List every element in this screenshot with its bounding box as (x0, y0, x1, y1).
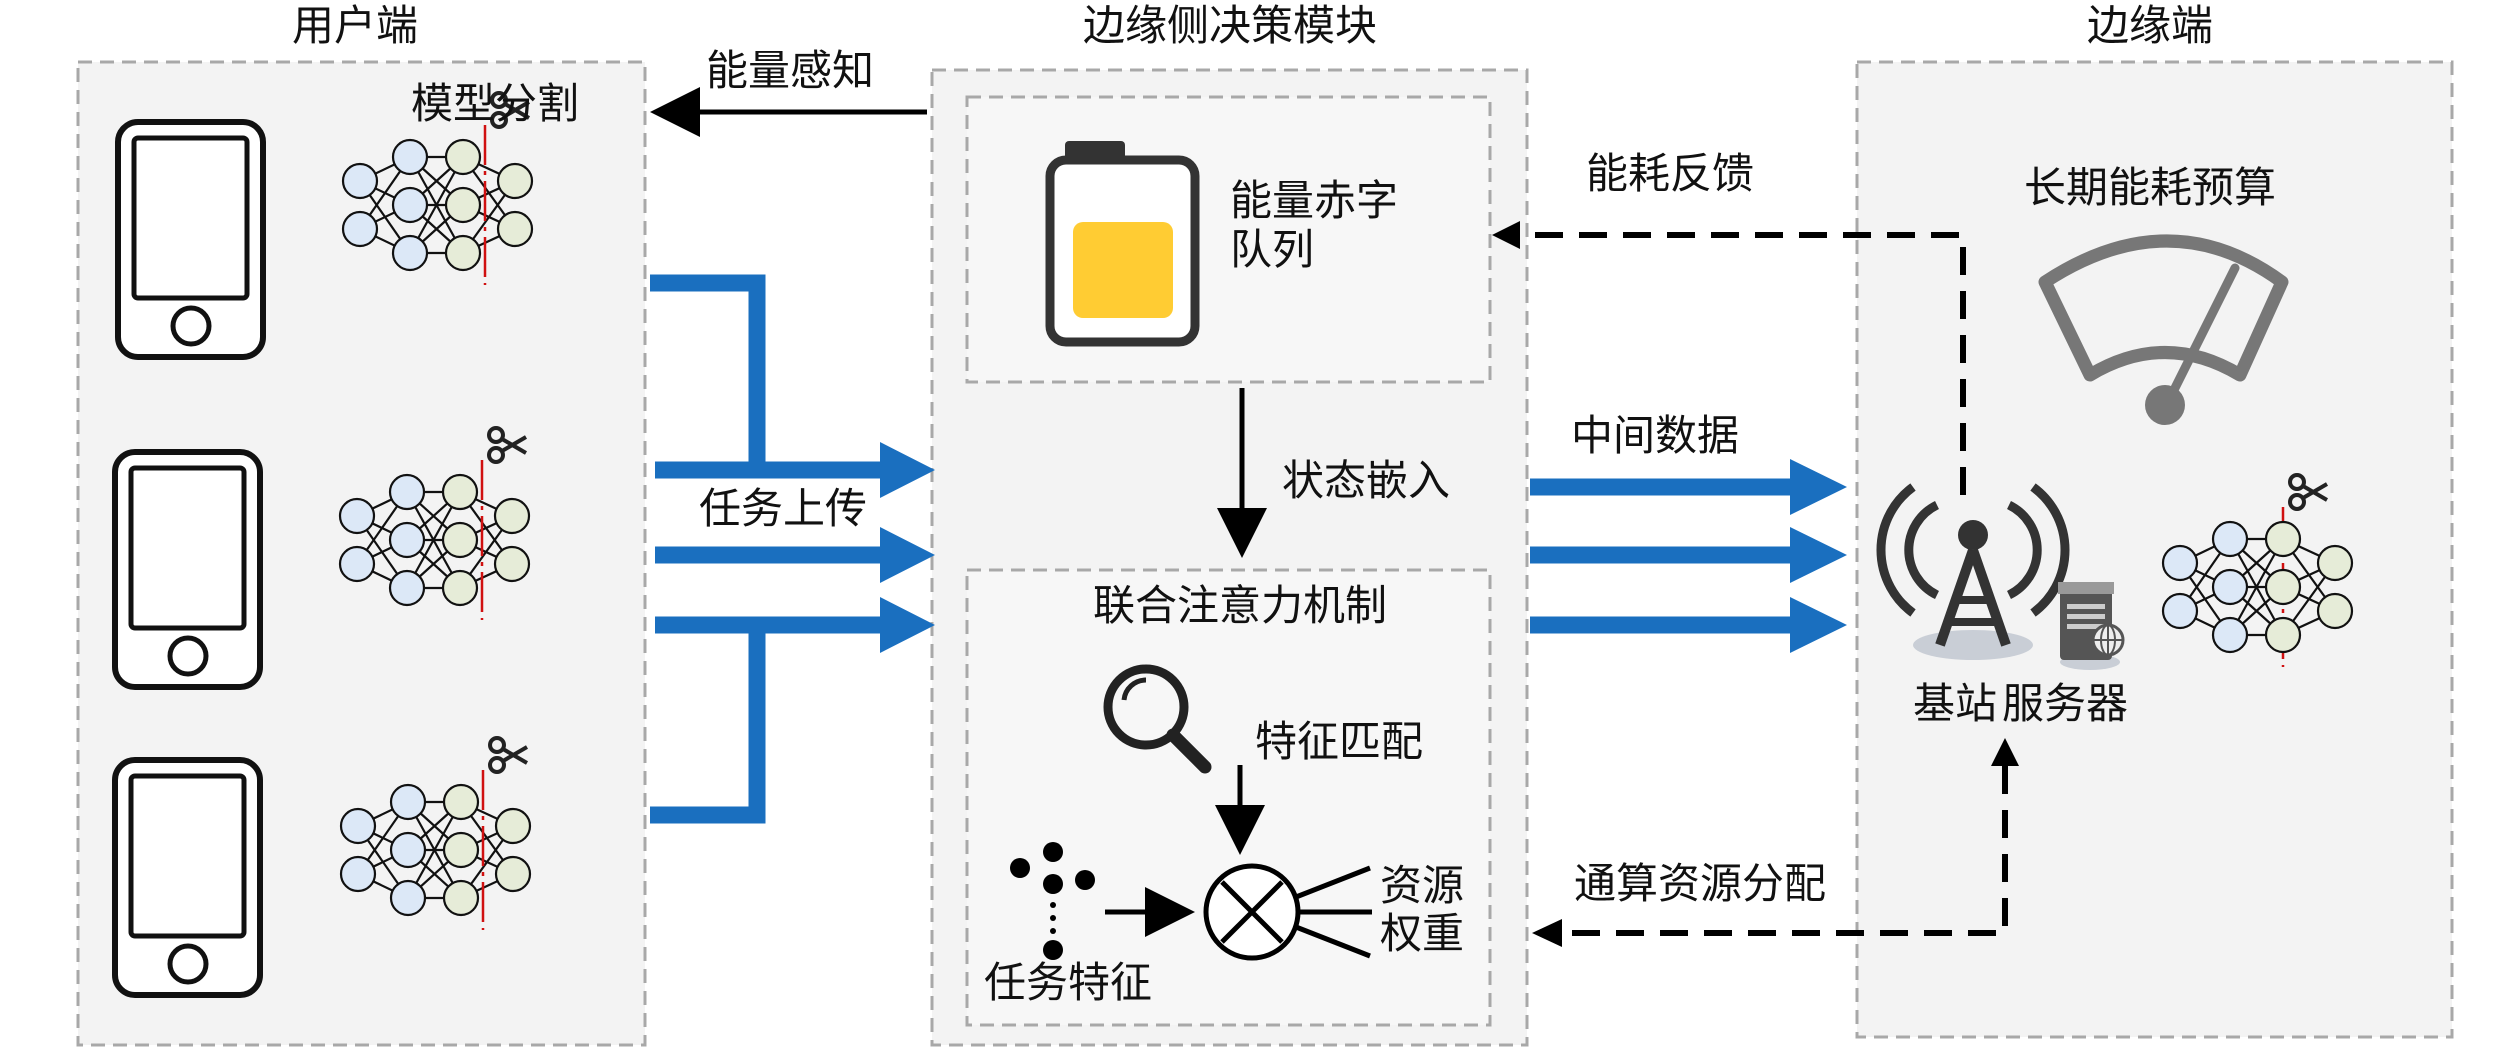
model-split-label: 模型分割 (411, 79, 579, 128)
phone-icon (112, 757, 263, 998)
scissors-icon (487, 426, 528, 464)
intermediate-data-arrows (1530, 459, 1847, 653)
antenna-tower-icon (1876, 483, 2070, 660)
long-term-budget-label: 长期能耗预算 (2024, 163, 2276, 212)
neural-network-icon (341, 91, 534, 285)
neural-networks (338, 91, 2354, 930)
energy-feedback-label: 能耗反馈 (1586, 149, 1754, 198)
neural-network-icon (339, 736, 532, 930)
task-feature-dots (1010, 842, 1095, 960)
base-station-label: 基站 (1913, 679, 1997, 728)
gauge-icon (2038, 234, 2289, 425)
state-embedding-label: 状态嵌入 (1282, 456, 1450, 505)
energy-deficit-label-1: 能量赤字 (1230, 176, 1398, 225)
phone-icon (112, 449, 263, 690)
allocation-label: 通算资源分配 (1574, 859, 1826, 908)
task-upload-arrows (650, 274, 935, 824)
allocation-arrows (1532, 738, 2019, 947)
edge-decision-title: 边缘侧决策模块 (1083, 1, 1377, 50)
energy-queue-box (965, 95, 1492, 384)
magnifier-icon (1103, 664, 1212, 774)
energy-deficit-label-2: 队列 (1230, 225, 1314, 274)
edge-side-panel (1855, 60, 2454, 1039)
multiply-circle-icon (1203, 863, 1372, 961)
resource-weight-label-1: 资源 (1380, 861, 1464, 910)
joint-attention-label: 联合注意力机制 (1093, 581, 1387, 630)
edge-side-title: 边缘端 (2087, 1, 2213, 50)
battery-icon (1045, 141, 1200, 347)
energy-feedback-arrow (1492, 221, 1966, 495)
task-features-label: 任务特征 (984, 958, 1152, 1007)
scissors-icon (488, 736, 529, 774)
server-label: 服务器 (2002, 679, 2128, 728)
intermediate-data-label: 中间数据 (1571, 411, 1739, 460)
server-icon (2058, 582, 2125, 670)
scissors-icon (490, 91, 531, 129)
task-upload-label: 任务上传 (699, 484, 867, 533)
neural-network-icon (338, 426, 531, 620)
phone-icon (115, 119, 266, 360)
feature-matching-label: 特征匹配 (1255, 717, 1423, 766)
neural-network-icon (2161, 473, 2354, 667)
energy-perception-label: 能量感知 (706, 46, 874, 95)
resource-weight-label-2: 权重 (1380, 909, 1464, 958)
user-side-title: 用户端 (292, 1, 418, 50)
scissors-icon (2288, 473, 2329, 511)
